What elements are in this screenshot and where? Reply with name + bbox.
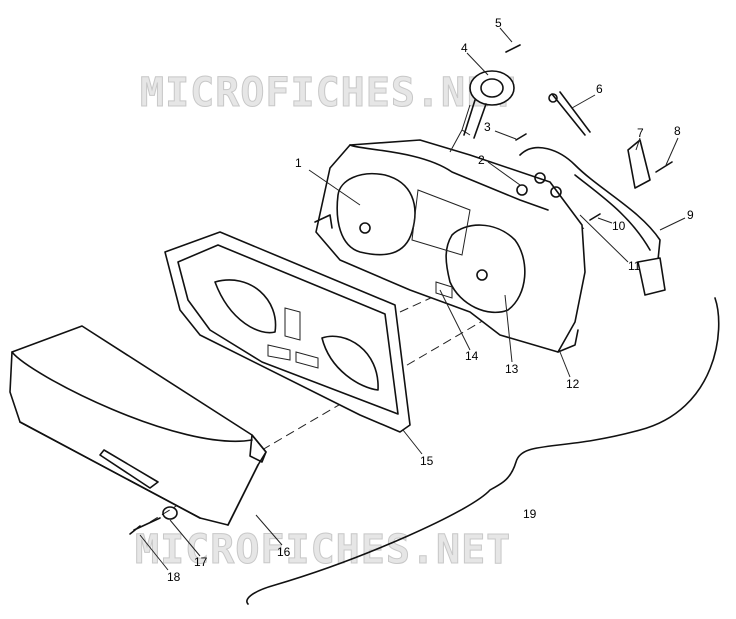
assembly-bracket [246, 297, 720, 605]
washer-and-bolt [129, 506, 178, 535]
callout-10: 10 [612, 219, 626, 233]
callout-12: 12 [566, 377, 580, 391]
callout-9: 9 [687, 208, 694, 222]
callout-19: 19 [523, 507, 537, 521]
callout-13: 13 [505, 362, 519, 376]
callout-8: 8 [674, 124, 681, 138]
callout-17: 17 [194, 555, 208, 569]
watermark-top: MICROFICHES.NET [140, 70, 516, 116]
callout-15: 15 [420, 454, 434, 468]
callout-5: 5 [495, 16, 502, 30]
screw-3 [515, 133, 527, 141]
sleeve-part [548, 91, 591, 136]
callout-16: 16 [277, 545, 291, 559]
leader-lines [139, 27, 686, 571]
bulb-holder [627, 139, 673, 189]
screw-10 [589, 213, 601, 221]
callout-3: 3 [484, 120, 491, 134]
callout-18: 18 [167, 570, 181, 584]
callout-4: 4 [461, 41, 468, 55]
callout-2: 2 [478, 153, 485, 167]
watermark-bottom: MICROFICHES.NET [135, 527, 511, 573]
callout-1: 1 [295, 156, 302, 170]
sensor-unit [463, 44, 521, 139]
callout-6: 6 [596, 82, 603, 96]
callout-7: 7 [637, 126, 644, 140]
callout-14: 14 [465, 349, 479, 363]
alignment-line-1 [261, 264, 579, 451]
front-cover [9, 325, 267, 526]
bezel [164, 231, 411, 433]
wiring-harness [516, 146, 666, 296]
callout-11: 11 [628, 259, 641, 273]
